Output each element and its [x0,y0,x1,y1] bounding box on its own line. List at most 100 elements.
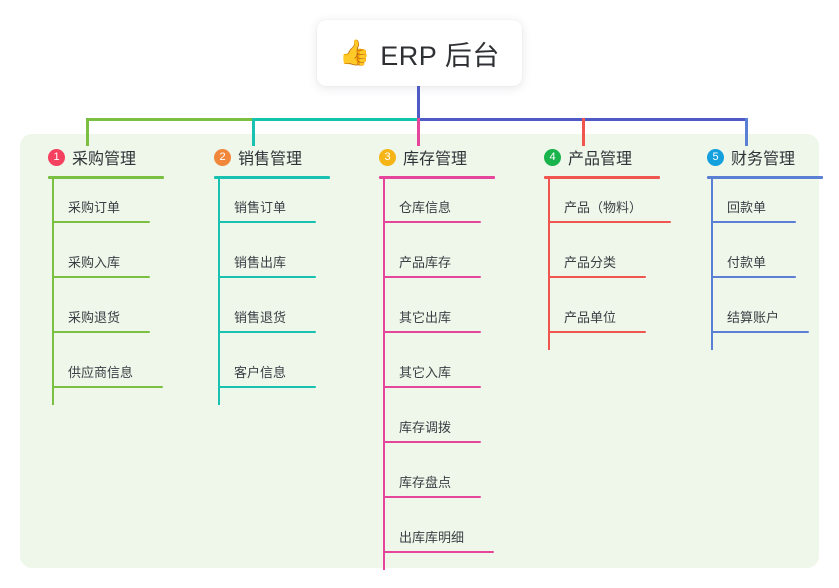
drop-line-branch-3 [417,118,420,146]
branch-column-1: 1 采购管理 采购订单 采购入库 采购退货 供应商信息 [30,144,190,405]
leaf-label: 销售出库 [234,255,287,270]
leaf-item[interactable]: 产品分类 [548,254,646,278]
branch-title-4: 产品管理 [568,151,633,168]
drop-line-branch-4 [582,118,585,146]
diagram-panel [20,134,819,568]
leaf-item[interactable]: 采购入库 [52,254,150,278]
leaf-underline [218,276,316,278]
branch-header-1[interactable]: 1 采购管理 [30,144,190,170]
leaf-underline [52,276,150,278]
branch-badge-5: 5 [707,148,724,166]
leaf-underline [218,221,316,223]
leaf-underline [548,276,646,278]
thumbs-up-icon: 👍 [339,38,371,67]
leaf-label: 付款单 [727,255,767,270]
leaf-underline [218,386,316,388]
leaf-underline [218,331,316,333]
leaf-label: 采购入库 [68,255,121,270]
leaf-label: 仓库信息 [399,200,452,215]
leaf-label: 销售订单 [234,200,287,215]
branch-trunk-1 [52,177,54,405]
leaf-label: 产品（物料） [564,200,643,215]
leaf-item[interactable]: 销售退货 [218,309,316,333]
branch-badge-1: 1 [48,148,65,166]
branch-column-5: 5 财务管理 回款单 付款单 结算账户 [689,144,839,350]
leaf-label: 出库库明细 [399,530,465,545]
leaf-label: 其它入库 [399,365,452,380]
leaf-item[interactable]: 出库库明细 [383,529,494,553]
leaf-item[interactable]: 仓库信息 [383,199,481,223]
leaf-label: 结算账户 [727,310,780,325]
leaf-item[interactable]: 产品单位 [548,309,646,333]
root-stem [417,86,420,120]
leaf-item[interactable]: 其它入库 [383,364,481,388]
branch-badge-4: 4 [544,148,561,166]
branch-underline-5 [707,176,823,179]
branch-column-4: 4 产品管理 产品（物料） 产品分类 产品单位 [526,144,696,350]
drop-line-branch-2 [252,118,255,146]
leaf-label: 采购退货 [68,310,121,325]
branch-underline-3 [379,176,495,179]
leaf-item[interactable]: 其它出库 [383,309,481,333]
leaf-underline [383,276,481,278]
leaf-item[interactable]: 库存盘点 [383,474,481,498]
leaf-label: 采购订单 [68,200,121,215]
leaf-underline [711,276,796,278]
branch-trunk-5 [711,177,713,350]
leaf-underline [383,441,481,443]
drop-line-branch-5 [745,118,748,146]
bus-segment-left [86,118,254,121]
leaf-item[interactable]: 采购退货 [52,309,150,333]
branch-underline-2 [214,176,330,179]
branch-title-5: 财务管理 [731,151,796,168]
root-title: ERP 后台 [380,40,500,71]
branch-header-3[interactable]: 3 库存管理 [361,144,531,170]
leaf-item[interactable]: 结算账户 [711,309,809,333]
branch-badge-2: 2 [214,148,231,166]
leaf-label: 产品库存 [399,255,452,270]
leaf-underline [383,221,481,223]
branch-title-1: 采购管理 [72,151,137,168]
leaf-item[interactable]: 库存调拨 [383,419,481,443]
leaf-label: 供应商信息 [68,365,134,380]
leaf-label: 回款单 [727,200,767,215]
branch-trunk-4 [548,177,550,350]
leaf-item[interactable]: 客户信息 [218,364,316,388]
leaf-item[interactable]: 销售订单 [218,199,316,223]
leaf-item[interactable]: 产品（物料） [548,199,671,223]
leaf-label: 库存盘点 [399,475,452,490]
leaf-label: 销售退货 [234,310,287,325]
leaf-underline [383,331,481,333]
leaf-item[interactable]: 采购订单 [52,199,150,223]
leaf-underline [548,221,671,223]
drop-line-branch-1 [86,118,89,146]
branch-title-2: 销售管理 [238,151,303,168]
branch-header-4[interactable]: 4 产品管理 [526,144,696,170]
branch-title-3: 库存管理 [403,151,468,168]
branch-underline-4 [544,176,660,179]
branch-trunk-2 [218,177,220,405]
leaf-item[interactable]: 回款单 [711,199,796,223]
branch-column-2: 2 销售管理 销售订单 销售出库 销售退货 客户信息 [196,144,356,405]
leaf-label: 其它出库 [399,310,452,325]
leaf-item[interactable]: 产品库存 [383,254,481,278]
leaf-underline [711,331,809,333]
branch-badge-3: 3 [379,148,396,166]
leaf-item[interactable]: 销售出库 [218,254,316,278]
leaf-underline [52,386,163,388]
branch-trunk-3 [383,177,385,570]
root-node[interactable]: 👍 ERP 后台 [317,20,522,86]
leaf-underline [548,331,646,333]
leaf-underline [52,331,150,333]
leaf-underline [383,496,481,498]
leaf-underline [711,221,796,223]
leaf-underline [52,221,150,223]
leaf-label: 库存调拨 [399,420,452,435]
branch-header-2[interactable]: 2 销售管理 [196,144,356,170]
branch-header-5[interactable]: 5 财务管理 [689,144,839,170]
bus-segment-mid [252,118,420,121]
leaf-underline [383,551,494,553]
leaf-item[interactable]: 付款单 [711,254,796,278]
leaf-item[interactable]: 供应商信息 [52,364,163,388]
